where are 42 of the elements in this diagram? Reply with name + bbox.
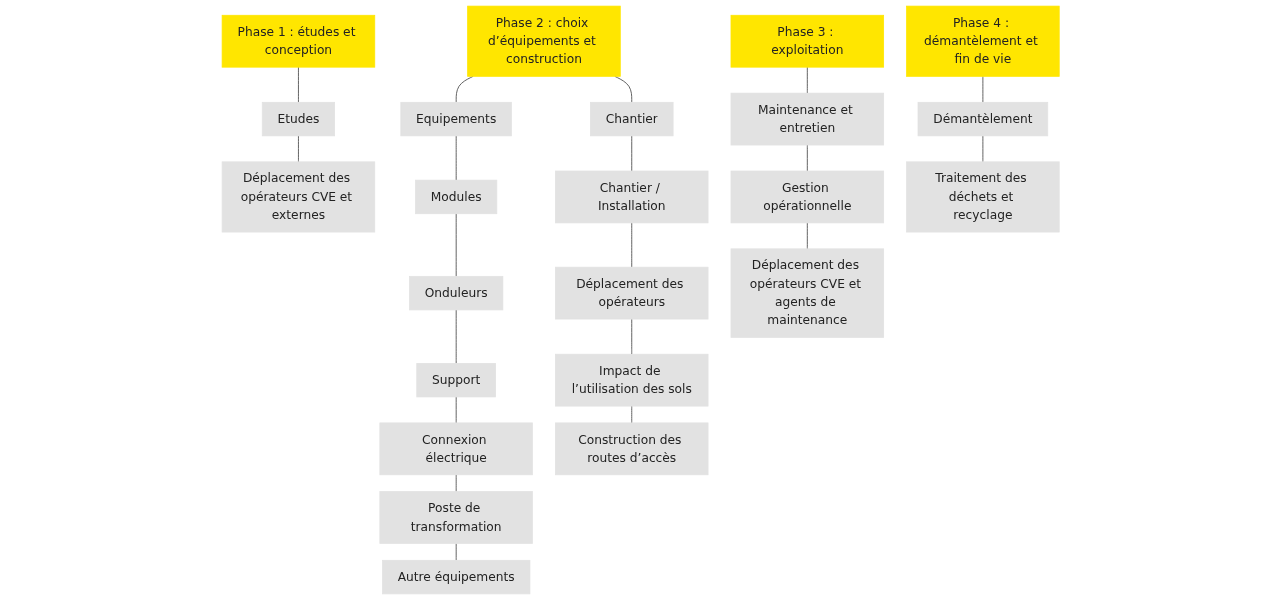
connector	[631, 135, 633, 172]
node-box: Etudes	[261, 101, 335, 137]
connector	[806, 144, 808, 172]
node-box: Déplacement des opérateurs CVE et externes	[221, 161, 375, 233]
connector	[455, 309, 457, 364]
connector	[806, 222, 808, 250]
node-box: Maintenance et entretien	[730, 92, 884, 146]
node-box: Impact de l’utilisation des sols	[554, 353, 709, 407]
node-box: Chantier / Installation	[554, 170, 709, 224]
node-box: Phase 1 : études et conception	[221, 14, 375, 68]
node-box: Poste de transformation	[379, 491, 533, 544]
node-box: Déplacement des opérateurs CVE et agents de maintenance	[730, 248, 884, 338]
connector	[631, 318, 633, 355]
node-box: Phase 4 : démantèlement et fin de vie	[906, 5, 1060, 77]
connector	[455, 75, 474, 103]
connector	[297, 135, 299, 163]
node-box: Gestion opérationnelle	[730, 170, 884, 224]
connector	[982, 75, 984, 103]
node-box: Connexion électrique	[379, 422, 533, 476]
node-box: Traitement des déchets et recyclage	[906, 161, 1060, 233]
node-box: Phase 2 : choix d’équipements et construction	[467, 5, 621, 77]
node-box: Déplacement des opérateurs	[554, 266, 709, 320]
node-box: Autre équipements	[381, 559, 531, 595]
connector	[631, 222, 633, 268]
node-box: Phase 3 : exploitation	[730, 14, 884, 68]
connector	[297, 66, 299, 103]
node-box: Support	[416, 363, 496, 398]
connector	[806, 66, 808, 94]
connector	[614, 75, 633, 103]
connector	[455, 396, 457, 424]
node-box: Modules	[414, 179, 498, 215]
connector	[455, 135, 457, 181]
connector	[982, 135, 984, 163]
connector	[631, 405, 633, 424]
node-box: Démantèlement	[917, 101, 1048, 137]
connector	[455, 474, 457, 493]
connector	[455, 213, 457, 277]
node-box: Chantier	[589, 101, 674, 137]
connector	[455, 543, 457, 561]
node-box: Onduleurs	[408, 275, 504, 311]
node-box: Equipements	[400, 101, 512, 137]
node-box: Construction des routes d’accès	[554, 422, 709, 476]
